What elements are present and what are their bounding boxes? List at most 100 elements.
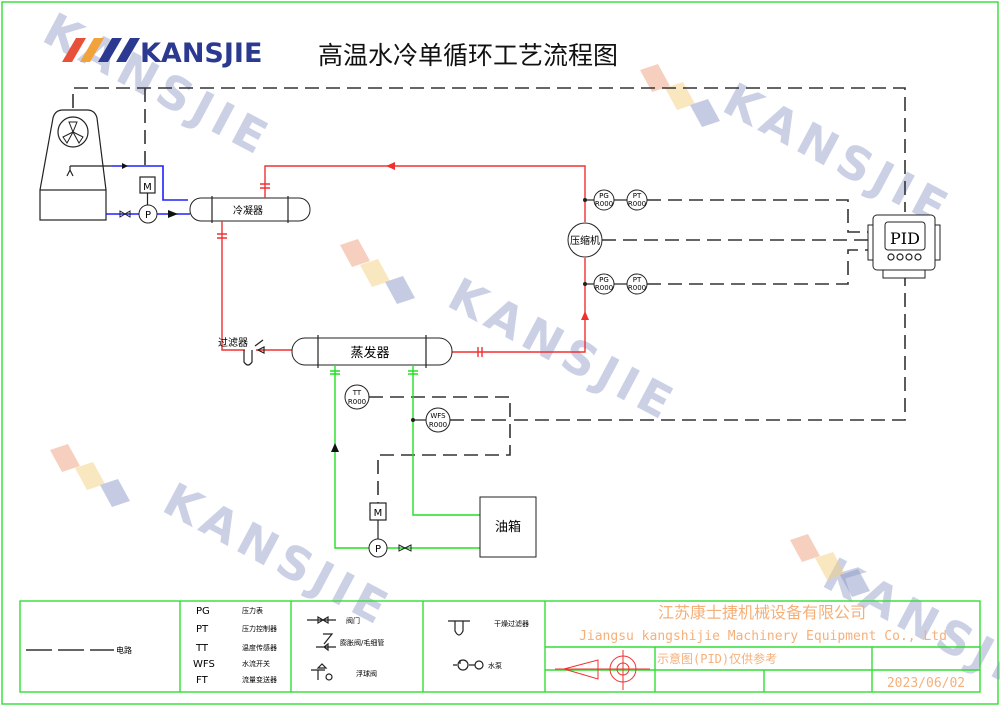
label: PG: [196, 606, 210, 617]
pump-symbol: [453, 660, 475, 666]
company-name-cn: 江苏康士捷机械设备有限公司: [658, 603, 866, 622]
drawing-element: [50, 444, 80, 472]
drawing-element: [640, 64, 670, 92]
label: TT: [352, 389, 362, 397]
drawing-element: [39, 109, 107, 191]
pump-label: P: [375, 544, 381, 555]
pump-label: P: [145, 210, 151, 221]
drawing-element: [179, 601, 980, 692]
drawing-element: [39, 189, 107, 221]
watermark: KANSJIE: [715, 72, 962, 237]
drawing-element: [690, 99, 720, 127]
brand-name: KANSJIE: [140, 38, 262, 69]
valve-icon: [398, 544, 412, 552]
label: 浮球阀: [356, 669, 377, 678]
drawing-element: [884, 221, 926, 251]
drawing-element: [914, 253, 922, 261]
drawing-element: [882, 269, 926, 279]
drawing-element: [100, 479, 130, 507]
label: R000: [595, 284, 613, 292]
drawing-element: [896, 253, 904, 261]
label: PG: [599, 192, 609, 200]
watermark: KANSJIE: [155, 472, 402, 637]
drawing-element: [840, 569, 870, 597]
drawing-element: [325, 673, 333, 681]
cooling-tower: [39, 109, 107, 221]
brand-logo: KANSJIE: [62, 38, 262, 69]
drawing-element: [116, 38, 140, 62]
label: 水泵: [488, 661, 502, 670]
valve-icon: [119, 210, 131, 218]
refrigerant-suction-line: [452, 258, 586, 353]
legend-circuit-label: 电路: [116, 645, 132, 655]
drawing-element: [62, 38, 86, 62]
reference-note: 示意图(PID)仅供参考: [657, 651, 777, 666]
motor-label: M: [374, 508, 383, 519]
label: 流量变送器: [242, 675, 277, 684]
label: 压力表: [242, 606, 263, 615]
condenser-label: 冷凝器: [233, 204, 263, 217]
label: 干燥过滤器: [494, 619, 529, 628]
control-wire-bottom: [510, 272, 906, 421]
pid-label: PID: [890, 229, 920, 248]
label: TT: [195, 643, 209, 654]
label: FT: [196, 675, 209, 686]
drawing-element: [474, 660, 484, 670]
compressor-label: 压缩机: [570, 234, 600, 247]
drawing-date: 2023/06/02: [887, 676, 965, 691]
oil-tank-label: 油箱: [495, 519, 521, 535]
drawing-element: [260, 183, 270, 189]
pid-controller: PID: [867, 214, 941, 279]
drawing-element: [75, 462, 105, 490]
drawing-element: [555, 659, 650, 680]
label: WFS: [430, 412, 446, 420]
company-name-en: Jiangsu kangshijie Machinery Equipment C…: [579, 629, 947, 644]
fan-icon: [57, 116, 89, 148]
drawing-element: [626, 189, 648, 211]
dryer-filter-symbol: [448, 620, 470, 636]
label: PT: [633, 192, 642, 200]
evaporator: [291, 337, 453, 366]
flow-arrow: [122, 163, 128, 169]
condenser: [189, 197, 311, 222]
drawing-element: [790, 534, 820, 562]
drawing-element: [217, 233, 227, 239]
cooling-pump: [138, 204, 158, 224]
filter: 过滤器: [218, 336, 265, 366]
projection-symbol-icon: [555, 650, 650, 690]
flow-arrow: [386, 162, 395, 170]
watermark-stripes: [50, 64, 870, 597]
drawing-element: [934, 224, 941, 261]
drawing-element: [626, 273, 648, 295]
drawing-element: [98, 38, 122, 62]
float-valve-symbol: [311, 663, 328, 680]
evaporator-label: 蒸发器: [350, 345, 389, 361]
label: R000: [348, 398, 366, 406]
drawing-element: [340, 239, 370, 267]
flow-arrow: [331, 443, 339, 452]
drawing-element: [317, 335, 427, 368]
drawing-element: [905, 253, 913, 261]
chilled-water-return: [412, 365, 480, 516]
label: R000: [429, 421, 447, 429]
drawing-element: [80, 38, 104, 62]
label: 压力控制器: [242, 624, 277, 633]
control-wire-top: [72, 87, 906, 212]
page-title: 高温水冷单循环工艺流程图: [318, 41, 618, 70]
drawing-element: [665, 82, 695, 110]
flow-arrow: [168, 210, 178, 218]
drawing-element: [477, 347, 483, 357]
control-wire-pump: [369, 396, 511, 503]
label: R000: [628, 200, 646, 208]
watermark: KANSJIE: [35, 2, 282, 167]
oil-tank: [479, 496, 537, 558]
drawing-element: [425, 407, 451, 433]
